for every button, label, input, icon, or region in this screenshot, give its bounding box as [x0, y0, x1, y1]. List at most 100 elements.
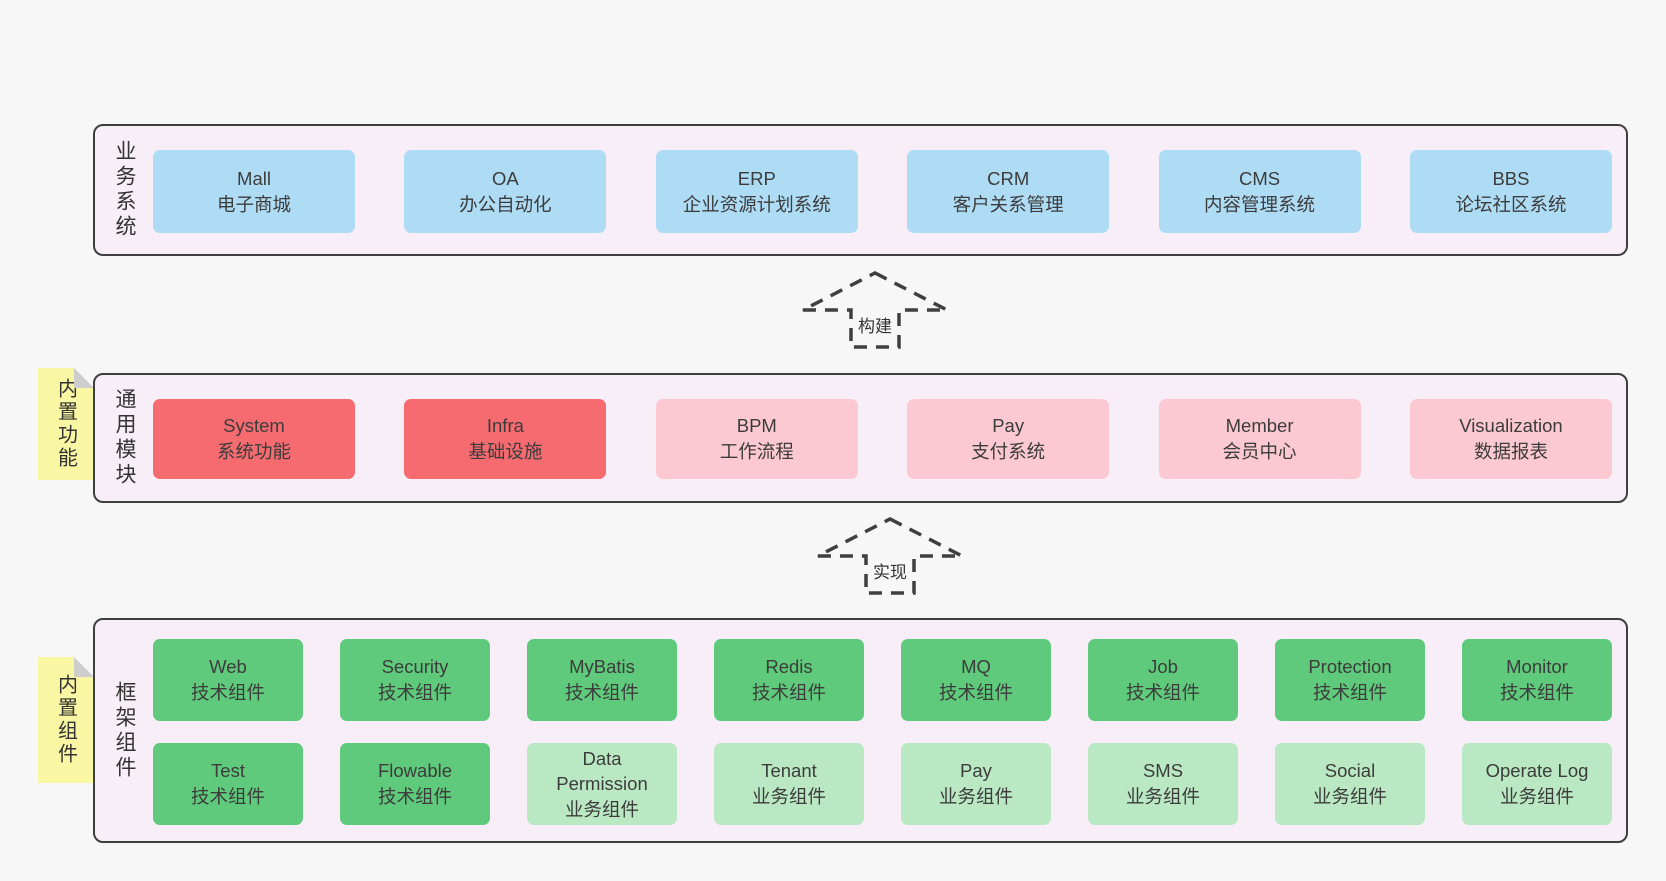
- box-subtitle: 业务组件: [1125, 786, 1200, 807]
- box-subtitle: 技术组件: [751, 682, 826, 703]
- box-title: Job: [1148, 656, 1178, 678]
- box-title: Pay: [960, 760, 992, 782]
- box-title: MyBatis: [569, 656, 635, 678]
- box-oa: OA 办公自动化: [404, 150, 607, 233]
- box-subtitle: 技术组件: [1312, 682, 1387, 703]
- box-mybatis: MyBatis 技术组件: [527, 639, 677, 721]
- box-sms: SMS 业务组件: [1088, 743, 1238, 825]
- box-title: Protection: [1308, 656, 1392, 678]
- box-title: Data Permission: [556, 747, 648, 795]
- box-system: System 系统功能: [153, 399, 355, 479]
- box-pay-system: Pay 支付系统: [907, 399, 1110, 479]
- box-redis: Redis 技术组件: [714, 639, 864, 721]
- dashed-up-arrow-icon: [817, 517, 963, 595]
- box-erp: ERP 企业资源计划系统: [655, 150, 858, 233]
- box-pay-component: Pay 业务组件: [901, 743, 1051, 825]
- box-mall: Mall 电子商城: [153, 150, 355, 233]
- dashed-up-arrow-icon: [802, 271, 948, 349]
- box-subtitle: 内容管理系统: [1204, 193, 1316, 215]
- common-modules-panel: 通用模块 System 系统功能 Infra 基础设施 BPM 工作流程 Pay…: [93, 373, 1628, 503]
- box-title: Member: [1225, 415, 1294, 437]
- box-subtitle: 技术组件: [564, 682, 639, 703]
- box-title: Flowable: [377, 760, 453, 782]
- box-monitor: Monitor 技术组件: [1462, 639, 1612, 721]
- box-web: Web 技术组件: [153, 639, 303, 721]
- box-subtitle: 技术组件: [1125, 682, 1200, 703]
- box-subtitle: 业务组件: [751, 786, 826, 807]
- box-subtitle: 办公自动化: [459, 193, 552, 215]
- panel-label-components: 框架组件: [113, 680, 136, 781]
- box-crm: CRM 客户关系管理: [907, 150, 1110, 233]
- box-bbs: BBS 论坛社区系统: [1409, 150, 1612, 233]
- build-arrow: 构建: [800, 270, 950, 350]
- builtin-functions-note: 内置功能: [38, 368, 94, 480]
- box-visualization: Visualization 数据报表: [1409, 399, 1612, 479]
- box-social: Social 业务组件: [1275, 743, 1425, 825]
- box-subtitle: 会员中心: [1222, 441, 1297, 462]
- box-operate-log: Operate Log 业务组件: [1462, 743, 1612, 825]
- business-systems-panel: 业务系统 Mall 电子商城 OA 办公自动化 ERP 企业资源计划系统 CRM…: [93, 124, 1628, 256]
- box-subtitle: 技术组件: [190, 786, 265, 807]
- box-title: ERP: [737, 167, 776, 189]
- box-title: CRM: [987, 167, 1030, 189]
- box-title: Infra: [486, 415, 524, 437]
- box-mq: MQ 技术组件: [901, 639, 1051, 721]
- box-subtitle: 业务组件: [564, 798, 639, 820]
- box-subtitle: 技术组件: [377, 786, 452, 807]
- box-subtitle: 工作流程: [719, 441, 794, 462]
- box-title: Web: [209, 656, 247, 678]
- box-subtitle: 技术组件: [938, 682, 1013, 703]
- box-subtitle: 数据报表: [1473, 441, 1548, 462]
- box-subtitle: 论坛社区系统: [1455, 193, 1567, 215]
- panel-label-business: 业务系统: [113, 140, 136, 240]
- box-title: Test: [211, 760, 245, 782]
- framework-components-panel: 框架组件 Web 技术组件 Security 技术组件 MyBatis 技术组件…: [93, 618, 1628, 843]
- box-data-permission: Data Permission 业务组件: [527, 743, 677, 825]
- box-test: Test 技术组件: [153, 743, 303, 825]
- box-subtitle: 业务组件: [1312, 786, 1387, 807]
- box-infra: Infra 基础设施: [404, 399, 607, 479]
- box-job: Job 技术组件: [1088, 639, 1238, 721]
- box-subtitle: 客户关系管理: [952, 193, 1064, 215]
- box-protection: Protection 技术组件: [1275, 639, 1425, 721]
- box-title: BPM: [736, 415, 777, 437]
- box-subtitle: 基础设施: [468, 441, 543, 462]
- box-subtitle: 业务组件: [938, 786, 1013, 807]
- box-member: Member 会员中心: [1158, 399, 1361, 479]
- box-title: System: [223, 415, 285, 437]
- box-title: CMS: [1239, 167, 1281, 189]
- box-title: BBS: [1492, 167, 1530, 189]
- implement-arrow: 实现: [815, 516, 965, 596]
- box-subtitle: 技术组件: [377, 682, 452, 703]
- box-title: Social: [1324, 760, 1376, 782]
- implement-arrow-label: 实现: [870, 558, 910, 583]
- box-tenant: Tenant 业务组件: [714, 743, 864, 825]
- box-subtitle: 技术组件: [190, 682, 265, 703]
- box-title: SMS: [1142, 760, 1184, 782]
- box-subtitle: 系统功能: [216, 441, 291, 462]
- panel-label-modules: 通用模块: [113, 388, 136, 488]
- box-security: Security 技术组件: [340, 639, 490, 721]
- box-title: Operate Log: [1485, 760, 1589, 782]
- modules-row: System 系统功能 Infra 基础设施 BPM 工作流程 Pay 支付系统…: [153, 399, 1612, 479]
- box-title: OA: [492, 167, 519, 189]
- components-row-1: Web 技术组件 Security 技术组件 MyBatis 技术组件 Redi…: [153, 639, 1612, 721]
- box-title: Security: [381, 656, 449, 678]
- box-title: Tenant: [761, 760, 817, 782]
- box-subtitle: 电子商城: [216, 193, 291, 215]
- box-subtitle: 业务组件: [1499, 786, 1574, 807]
- box-title: MQ: [961, 656, 991, 678]
- components-row-2: Test 技术组件 Flowable 技术组件 Data Permission …: [153, 743, 1612, 825]
- box-title: Visualization: [1459, 415, 1563, 437]
- box-title: Mall: [237, 167, 271, 189]
- box-title: Monitor: [1506, 656, 1568, 678]
- box-flowable: Flowable 技术组件: [340, 743, 490, 825]
- box-title: Pay: [992, 415, 1025, 437]
- box-subtitle: 支付系统: [971, 441, 1046, 462]
- box-bpm: BPM 工作流程: [655, 399, 858, 479]
- build-arrow-label: 构建: [855, 312, 895, 337]
- box-cms: CMS 内容管理系统: [1158, 150, 1361, 233]
- box-subtitle: 企业资源计划系统: [682, 193, 831, 215]
- box-subtitle: 技术组件: [1499, 682, 1574, 703]
- business-row: Mall 电子商城 OA 办公自动化 ERP 企业资源计划系统 CRM 客户关系…: [153, 150, 1612, 233]
